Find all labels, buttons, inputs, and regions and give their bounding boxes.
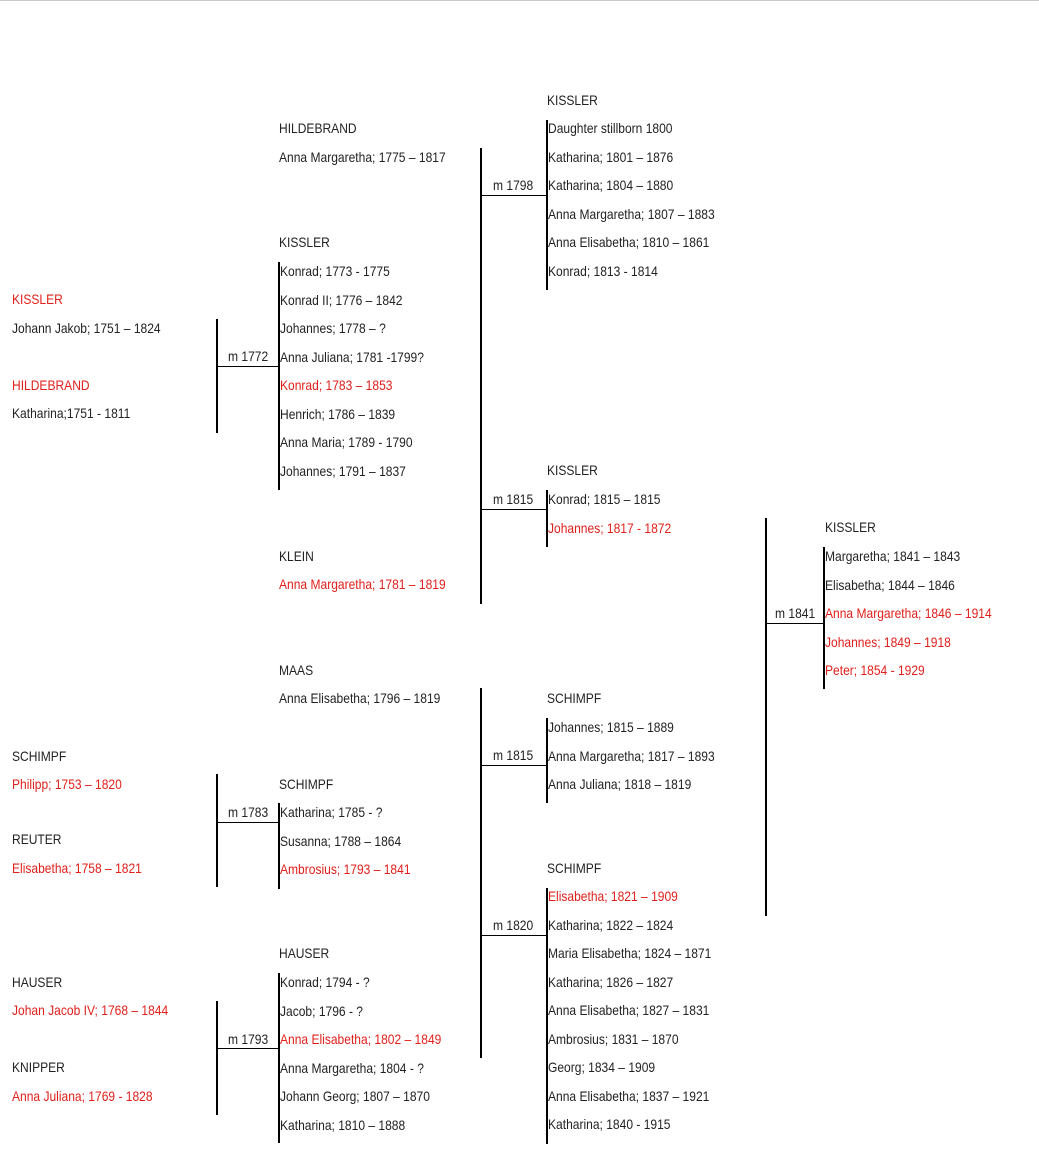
children-bracket	[546, 718, 548, 803]
children-bracket	[278, 262, 280, 490]
child-entry: Daughter stillborn 1800	[548, 120, 673, 136]
child-entry: Anna Margaretha; 1846 – 1914	[825, 605, 992, 621]
marriage-connector	[217, 366, 278, 367]
top-rule	[0, 0, 1039, 1]
marriage-label: m 1815	[493, 491, 534, 507]
child-entry: Konrad; 1783 – 1853	[280, 377, 393, 393]
child-entry: Anna Margaretha; 1804 - ?	[280, 1060, 424, 1076]
child-entry: Elisabetha; 1844 – 1846	[825, 577, 955, 593]
child-entry: Peter; 1854 - 1929	[825, 662, 925, 678]
child-entry: Konrad; 1813 - 1814	[548, 263, 658, 279]
marriage-connector	[481, 765, 546, 766]
marriage-label: m 1815	[493, 747, 534, 763]
child-entry: Katharina; 1801 – 1876	[548, 149, 674, 165]
children-surname: SCHIMPF	[279, 776, 334, 792]
child-entry: Anna Elisabetha; 1810 – 1861	[548, 234, 710, 250]
couple-bracket	[216, 774, 218, 887]
child-entry: Konrad; 1794 - ?	[280, 974, 370, 990]
child-entry: Johannes; 1849 – 1918	[825, 634, 951, 650]
child-entry: Ambrosius; 1793 – 1841	[280, 861, 411, 877]
children-bracket	[546, 120, 548, 290]
spouse-surname: MAAS	[279, 662, 314, 678]
wife-name: Elisabetha; 1758 – 1821	[12, 860, 142, 876]
husband-surname: KISSLER	[12, 291, 63, 307]
children-bracket	[823, 547, 825, 689]
spouse-surname: KLEIN	[279, 548, 314, 564]
child-entry: Konrad; 1773 - 1775	[280, 263, 390, 279]
marriage-label: m 1783	[228, 804, 269, 820]
marriage-connector	[481, 935, 546, 936]
child-entry: Anna Juliana; 1818 – 1819	[548, 776, 692, 792]
child-entry: Katharina; 1804 – 1880	[548, 177, 674, 193]
children-surname: SCHIMPF	[547, 690, 602, 706]
child-entry: Anna Maria; 1789 - 1790	[280, 434, 413, 450]
children-bracket	[278, 973, 280, 1143]
husband-name: Johan Jacob IV; 1768 – 1844	[12, 1002, 169, 1018]
child-entry: Susanna; 1788 – 1864	[280, 833, 402, 849]
child-entry: Katharina; 1810 – 1888	[280, 1117, 406, 1133]
child-entry: Katharina; 1840 - 1915	[548, 1116, 671, 1132]
child-entry: Johannes; 1815 – 1889	[548, 719, 674, 735]
child-entry: Konrad; 1815 – 1815	[548, 491, 661, 507]
wife-name: Anna Juliana; 1769 - 1828	[12, 1088, 153, 1104]
children-surname: SCHIMPF	[547, 860, 602, 876]
child-entry: Maria Elisabetha; 1824 – 1871	[548, 945, 712, 961]
husband-name: Johann Jakob; 1751 – 1824	[12, 320, 161, 336]
child-entry: Anna Elisabetha; 1827 – 1831	[548, 1002, 710, 1018]
husband-surname: HAUSER	[12, 974, 63, 990]
child-entry: Johannes; 1791 – 1837	[280, 463, 406, 479]
child-entry: Anna Juliana; 1781 -1799?	[280, 349, 424, 365]
child-entry: Katharina; 1822 – 1824	[548, 917, 674, 933]
marriage-connector	[481, 509, 546, 510]
children-surname: KISSLER	[547, 92, 598, 108]
child-entry: Georg; 1834 – 1909	[548, 1059, 656, 1075]
children-surname: KISSLER	[547, 462, 598, 478]
children-bracket	[278, 803, 280, 889]
child-entry: Anna Margaretha; 1807 – 1883	[548, 206, 715, 222]
marriage-label: m 1798	[493, 177, 534, 193]
children-bracket	[546, 888, 548, 1144]
spouse-name: Anna Margaretha; 1775 – 1817	[279, 149, 446, 165]
husband-surname: SCHIMPF	[12, 748, 67, 764]
child-entry: Johannes; 1778 – ?	[280, 320, 386, 336]
child-entry: Anna Elisabetha; 1802 – 1849	[280, 1031, 442, 1047]
marriage-connector	[766, 623, 823, 624]
child-entry: Katharina; 1826 – 1827	[548, 974, 674, 990]
couple-bracket	[216, 1001, 218, 1115]
marriage-connector	[217, 822, 278, 823]
husband-name: Philipp; 1753 – 1820	[12, 776, 122, 792]
child-entry: Johannes; 1817 - 1872	[548, 520, 672, 536]
marriage-label: m 1793	[228, 1031, 269, 1047]
child-entry: Konrad II; 1776 – 1842	[280, 292, 403, 308]
couple-bracket	[480, 688, 482, 1058]
marriage-label: m 1820	[493, 917, 534, 933]
children-surname: KISSLER	[825, 519, 876, 535]
couple-bracket	[765, 518, 767, 916]
marriage-connector	[217, 1048, 278, 1049]
couple-bracket	[480, 148, 482, 604]
spouse-name: Anna Margaretha; 1781 – 1819	[279, 576, 446, 592]
child-entry: Elisabetha; 1821 – 1909	[548, 888, 678, 904]
child-entry: Henrich; 1786 – 1839	[280, 406, 396, 422]
child-entry: Johann Georg; 1807 – 1870	[280, 1088, 430, 1104]
spouse-name: Anna Elisabetha; 1796 – 1819	[279, 690, 441, 706]
child-entry: Margaretha; 1841 – 1843	[825, 548, 961, 564]
child-entry: Ambrosius; 1831 – 1870	[548, 1031, 679, 1047]
wife-surname: REUTER	[12, 831, 62, 847]
marriage-label: m 1841	[775, 605, 816, 621]
children-surname: KISSLER	[279, 234, 330, 250]
children-surname: HAUSER	[279, 945, 330, 961]
child-entry: Katharina; 1785 - ?	[280, 804, 383, 820]
child-entry: Anna Margaretha; 1817 – 1893	[548, 748, 715, 764]
child-entry: Jacob; 1796 - ?	[280, 1003, 364, 1019]
couple-bracket	[216, 319, 218, 433]
spouse-surname: HILDEBRAND	[279, 120, 357, 136]
wife-name: Katharina;1751 - 1811	[12, 405, 131, 421]
marriage-label: m 1772	[228, 348, 269, 364]
wife-surname: HILDEBRAND	[12, 377, 90, 393]
marriage-connector	[481, 195, 546, 196]
child-entry: Anna Elisabetha; 1837 – 1921	[548, 1088, 710, 1104]
wife-surname: KNIPPER	[12, 1059, 65, 1075]
children-bracket	[546, 490, 548, 547]
